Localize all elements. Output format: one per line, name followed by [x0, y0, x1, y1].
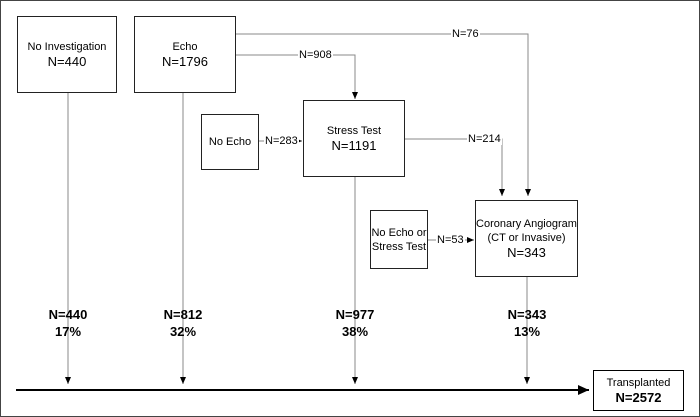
transplanted-title: Transplanted [606, 376, 671, 389]
no-echo-or-stress-line1: No Echo or [371, 226, 427, 239]
stress-test-title: Stress Test [326, 124, 382, 137]
arrow-echo-to-angiogram [236, 33, 531, 196]
arrow-echo-to-stress [236, 54, 358, 99]
box-no-investigation: No Investigation N=440 [17, 16, 117, 93]
box-no-echo-or-stress: No Echo or Stress Test [370, 210, 428, 269]
transplanted-count: N=2572 [615, 389, 662, 405]
echo-title: Echo [172, 40, 198, 53]
angiogram-line2: (CT or Invasive) [487, 231, 566, 244]
no-investigation-title: No Investigation [27, 40, 107, 53]
summary-echo: N=812 32% [143, 306, 223, 340]
label-echo-to-angiogram: N=76 [451, 28, 480, 40]
angiogram-count: N=343 [507, 244, 546, 260]
angiogram-line1: Coronary Angiogram [476, 217, 577, 230]
box-echo: Echo N=1796 [134, 16, 236, 93]
summary-count: N=812 [163, 307, 203, 322]
summary-no-investigation: N=440 17% [28, 306, 108, 340]
summary-angiogram: N=343 13% [487, 306, 567, 340]
label-echo-to-stress: N=908 [298, 49, 333, 61]
no-echo-or-stress-line2: Stress Test [371, 240, 427, 253]
box-no-echo: No Echo [201, 114, 259, 170]
box-coronary-angiogram: Coronary Angiogram (CT or Invasive) N=34… [475, 200, 578, 277]
summary-percent: 32% [169, 324, 197, 339]
no-echo-title: No Echo [208, 136, 252, 148]
summary-stress-test: N=977 38% [315, 306, 395, 340]
summary-count: N=440 [48, 307, 88, 322]
label-no-echo-to-stress: N=283 [264, 135, 299, 147]
arrow-stress-to-angiogram [405, 138, 505, 196]
summary-count: N=977 [335, 307, 375, 322]
summary-percent: 17% [54, 324, 82, 339]
stress-test-count: N=1191 [331, 137, 377, 153]
no-investigation-count: N=440 [47, 53, 87, 69]
echo-count: N=1796 [162, 53, 208, 69]
box-transplanted: Transplanted N=2572 [593, 370, 684, 411]
label-stress-to-angiogram: N=214 [467, 133, 502, 145]
summary-count: N=343 [507, 307, 547, 322]
label-no-echo-stress-to-angiogram: N=53 [436, 234, 465, 246]
summary-percent: 13% [513, 324, 541, 339]
box-stress-test: Stress Test N=1191 [303, 100, 405, 177]
summary-percent: 38% [341, 324, 369, 339]
